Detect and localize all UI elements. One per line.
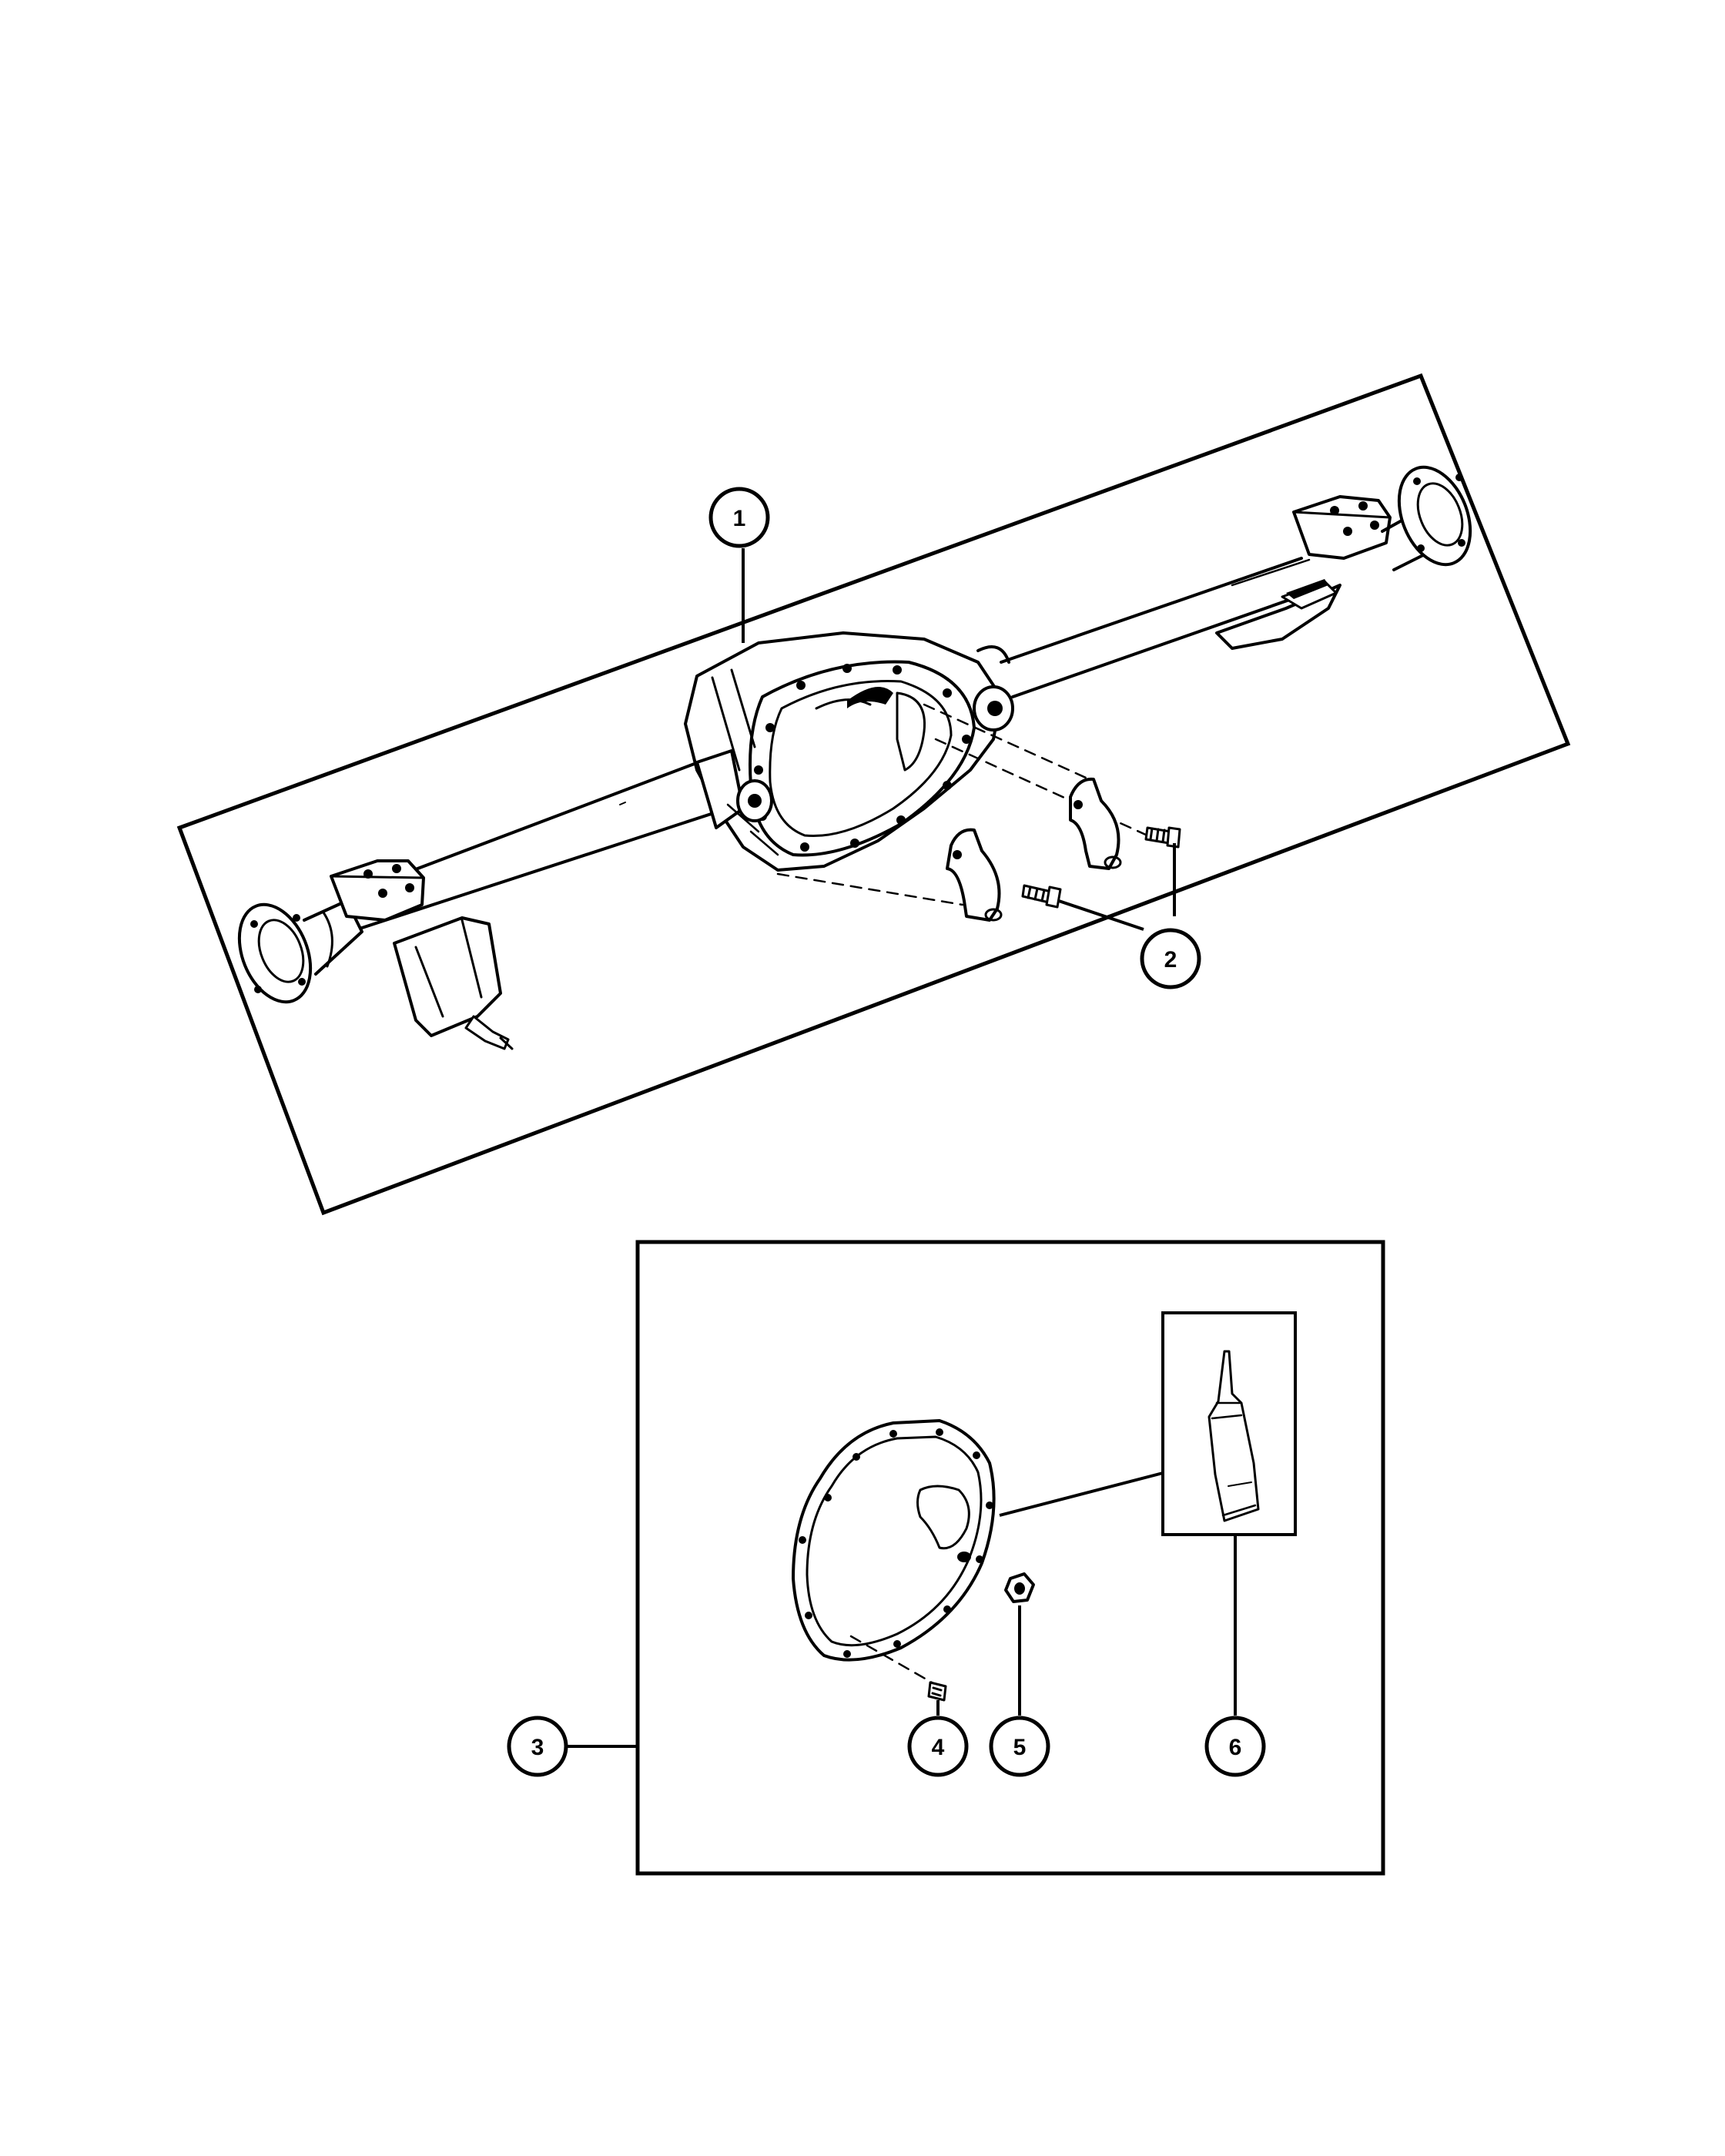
sealant-tube-drawing: [1208, 1350, 1260, 1522]
fill-plug-drawing: [1004, 1572, 1035, 1603]
leader-line-6-to-cover: [999, 1471, 1164, 1517]
callout-4: 4: [907, 1716, 969, 1777]
right-spring-pad: [1292, 495, 1392, 560]
bearing-caps-and-bolts: [776, 703, 1181, 922]
cover-kit-panel: [568, 1240, 1385, 1876]
left-axle-flange: [237, 899, 363, 1004]
differential-cover-drawing: [792, 1419, 996, 1662]
left-spring-pad: [330, 859, 425, 922]
callout-1: 1: [708, 487, 770, 548]
callout-2: 2: [1140, 928, 1201, 989]
axle-housing-drawing: [237, 465, 1472, 1050]
axle-panel-frame: [176, 373, 1571, 1216]
callout-5: 5: [989, 1716, 1050, 1777]
callout-2-label: 2: [1164, 947, 1177, 973]
callout-3: 3: [507, 1716, 568, 1777]
callout-5-label: 5: [1013, 1735, 1027, 1760]
left-lower-bracket: [393, 916, 514, 1050]
cover-bolt-drawing: [927, 1681, 947, 1702]
callout-1-label: 1: [733, 506, 746, 531]
callout-3-label: 3: [531, 1735, 544, 1760]
callout-6: 6: [1204, 1716, 1266, 1777]
callout-4-label: 4: [932, 1735, 945, 1760]
callout-6-label: 6: [1229, 1735, 1242, 1760]
axle-assembly-panel: [176, 373, 1571, 1216]
right-axle-flange: [1381, 465, 1472, 571]
right-lower-bracket: [1215, 579, 1341, 650]
cover-panel-frame: [635, 1240, 1385, 1876]
leader-line-2a: [1058, 899, 1144, 931]
differential-housing: [684, 631, 1014, 872]
